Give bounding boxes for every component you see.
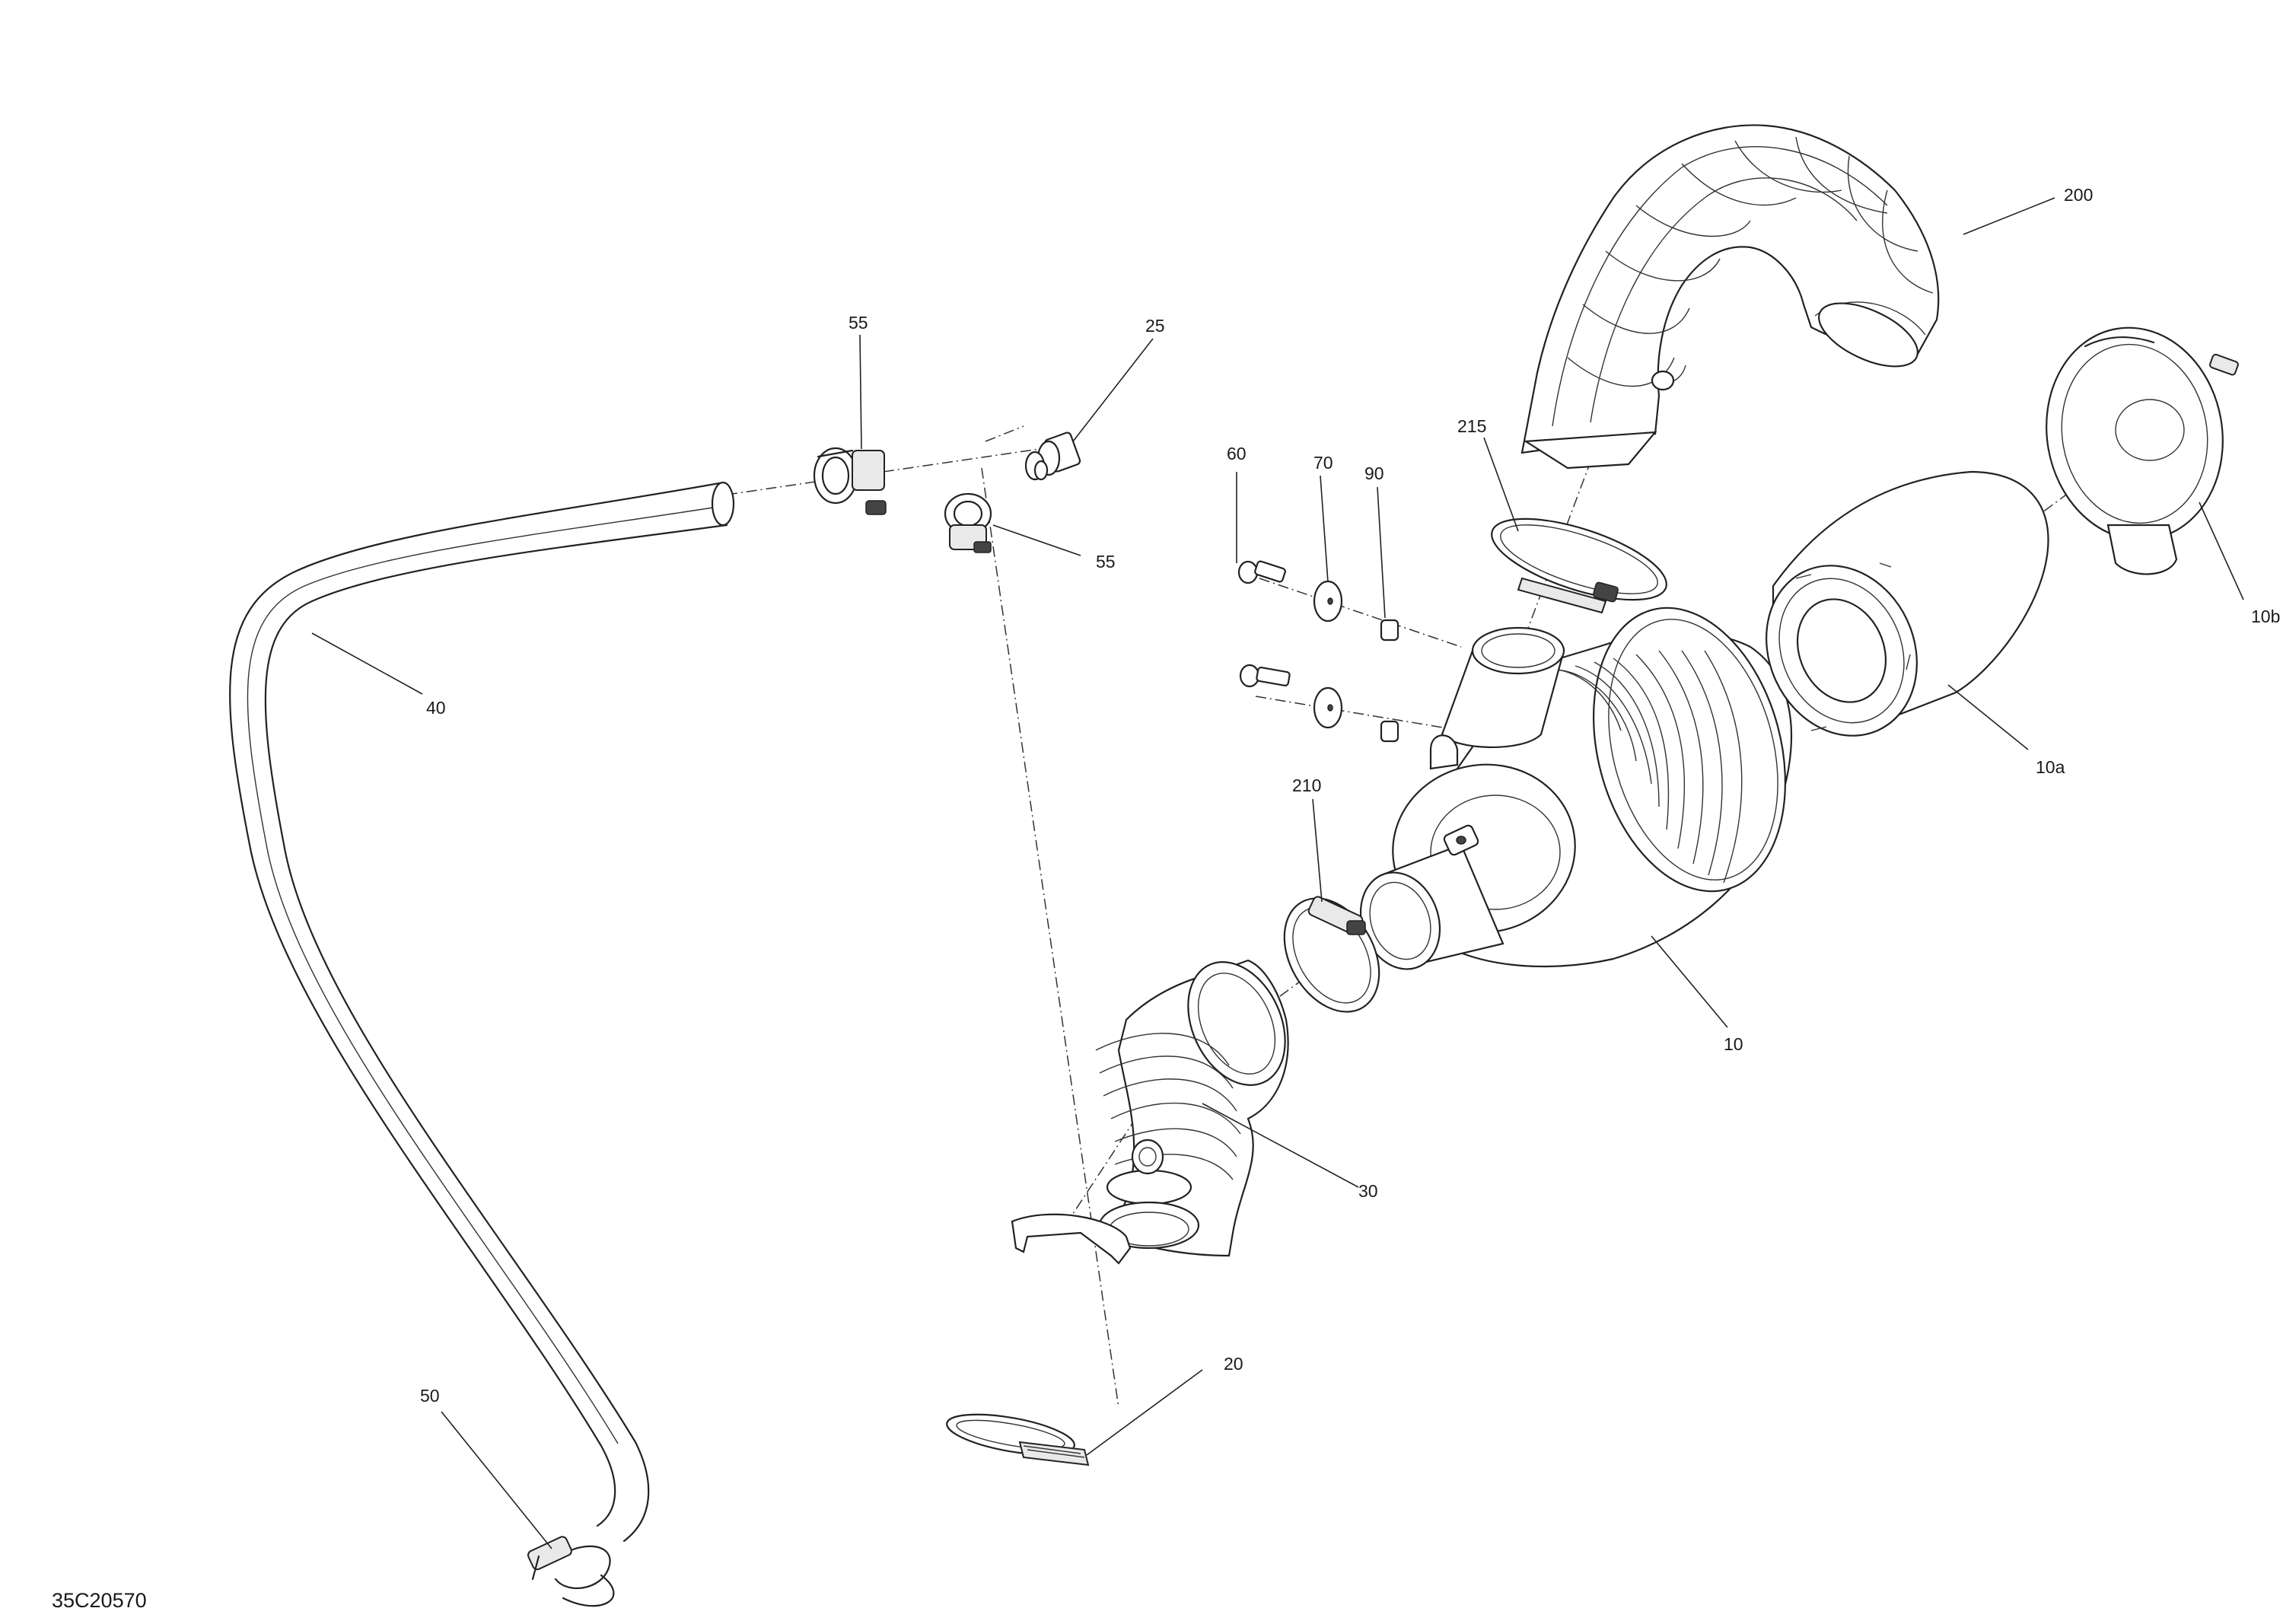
- callout-labels: 200 215 10b 10a 10 210 30 20 60 70 90 55…: [420, 185, 2280, 1406]
- callout-25: 25: [1145, 316, 1165, 336]
- washer-70-upper: [1313, 580, 1343, 623]
- clamp-210: [1283, 896, 1380, 1013]
- nut-90-upper: [1380, 619, 1399, 642]
- clamp-20: [946, 1413, 1090, 1466]
- clamp-55-upper: [813, 447, 887, 515]
- intake-duct-200: [1520, 124, 1940, 470]
- callout-215: 215: [1457, 416, 1486, 436]
- callout-50: 50: [420, 1386, 440, 1406]
- fasteners: [1237, 560, 1399, 743]
- callout-10a: 10a: [2036, 757, 2065, 777]
- bolt-60-upper: [1237, 560, 1286, 584]
- clamp-55-lower: [944, 492, 992, 553]
- filter-element-10a: [1766, 470, 2049, 737]
- leader-lines: [311, 197, 2244, 1549]
- bolt-60-lower: [1239, 664, 1291, 688]
- callout-200: 200: [2064, 185, 2093, 205]
- washer-70-lower: [1313, 686, 1343, 729]
- callout-55-upper: 55: [849, 313, 868, 333]
- clamp-215: [1491, 517, 1667, 614]
- breather-hose: [229, 481, 735, 1543]
- nut-90-lower: [1380, 720, 1399, 743]
- callout-210: 210: [1292, 775, 1321, 795]
- callout-70: 70: [1313, 453, 1333, 473]
- filter-cover-10b: [2046, 326, 2239, 575]
- callout-60: 60: [1227, 444, 1247, 463]
- callout-10b: 10b: [2251, 607, 2280, 626]
- hose-clamp-50: [527, 1536, 615, 1607]
- document-id: 35C20570: [52, 1589, 147, 1612]
- callout-30: 30: [1358, 1181, 1378, 1201]
- callout-10: 10: [1724, 1034, 1743, 1054]
- fitting-25: [1024, 431, 1081, 481]
- callout-55-lower: 55: [1096, 552, 1116, 572]
- intake-boot-30: [1011, 959, 1289, 1265]
- callout-40: 40: [426, 698, 446, 718]
- airbox-housing-10: [1359, 607, 1793, 970]
- callout-90: 90: [1364, 463, 1384, 483]
- callout-20: 20: [1224, 1354, 1243, 1374]
